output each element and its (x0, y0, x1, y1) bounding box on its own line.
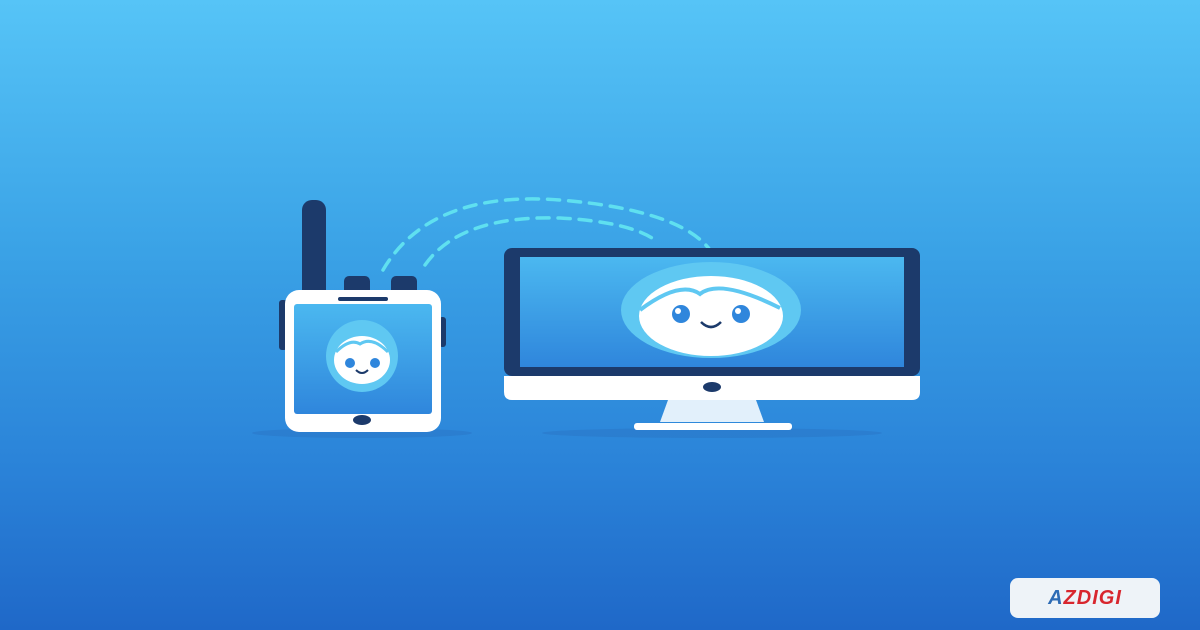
logo-text: ZDIGI (1063, 586, 1122, 609)
walkie-talkie-phone-icon (279, 200, 446, 432)
signal-waves-icon (381, 197, 712, 272)
logo-letter-a: A (1048, 586, 1064, 609)
desktop-monitor-icon (504, 248, 920, 430)
azdigi-logo: AZDIGI (1010, 578, 1160, 618)
